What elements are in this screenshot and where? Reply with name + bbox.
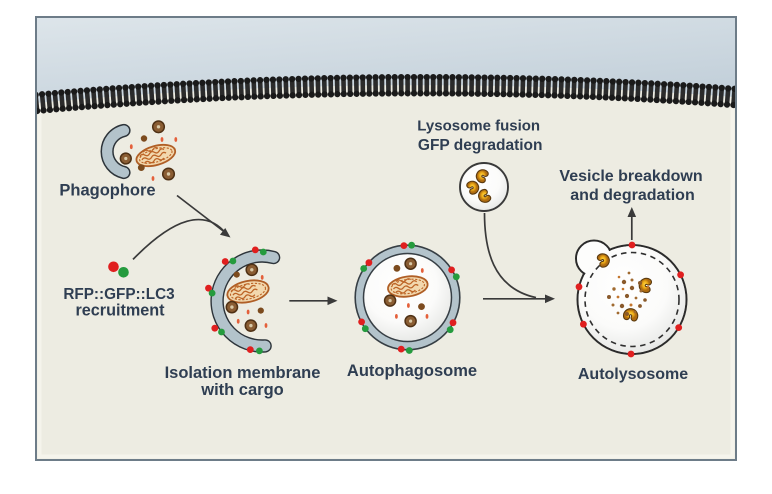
svg-text:and degradation: and degradation bbox=[570, 187, 694, 204]
svg-text:recruitment: recruitment bbox=[75, 302, 165, 320]
svg-text:Vesicle breakdown: Vesicle breakdown bbox=[559, 168, 702, 185]
svg-text:Isolation membrane: Isolation membrane bbox=[165, 364, 321, 382]
svg-text:GFP degradation: GFP degradation bbox=[418, 137, 543, 154]
svg-text:Lysosome fusion: Lysosome fusion bbox=[417, 117, 540, 134]
svg-text:Autolysosome: Autolysosome bbox=[578, 366, 688, 383]
svg-text:Autophagosome: Autophagosome bbox=[347, 362, 477, 380]
svg-text:Phagophore: Phagophore bbox=[59, 182, 155, 200]
svg-text:RFP::GFP::LC3: RFP::GFP::LC3 bbox=[63, 286, 174, 303]
svg-text:with cargo: with cargo bbox=[200, 381, 284, 399]
